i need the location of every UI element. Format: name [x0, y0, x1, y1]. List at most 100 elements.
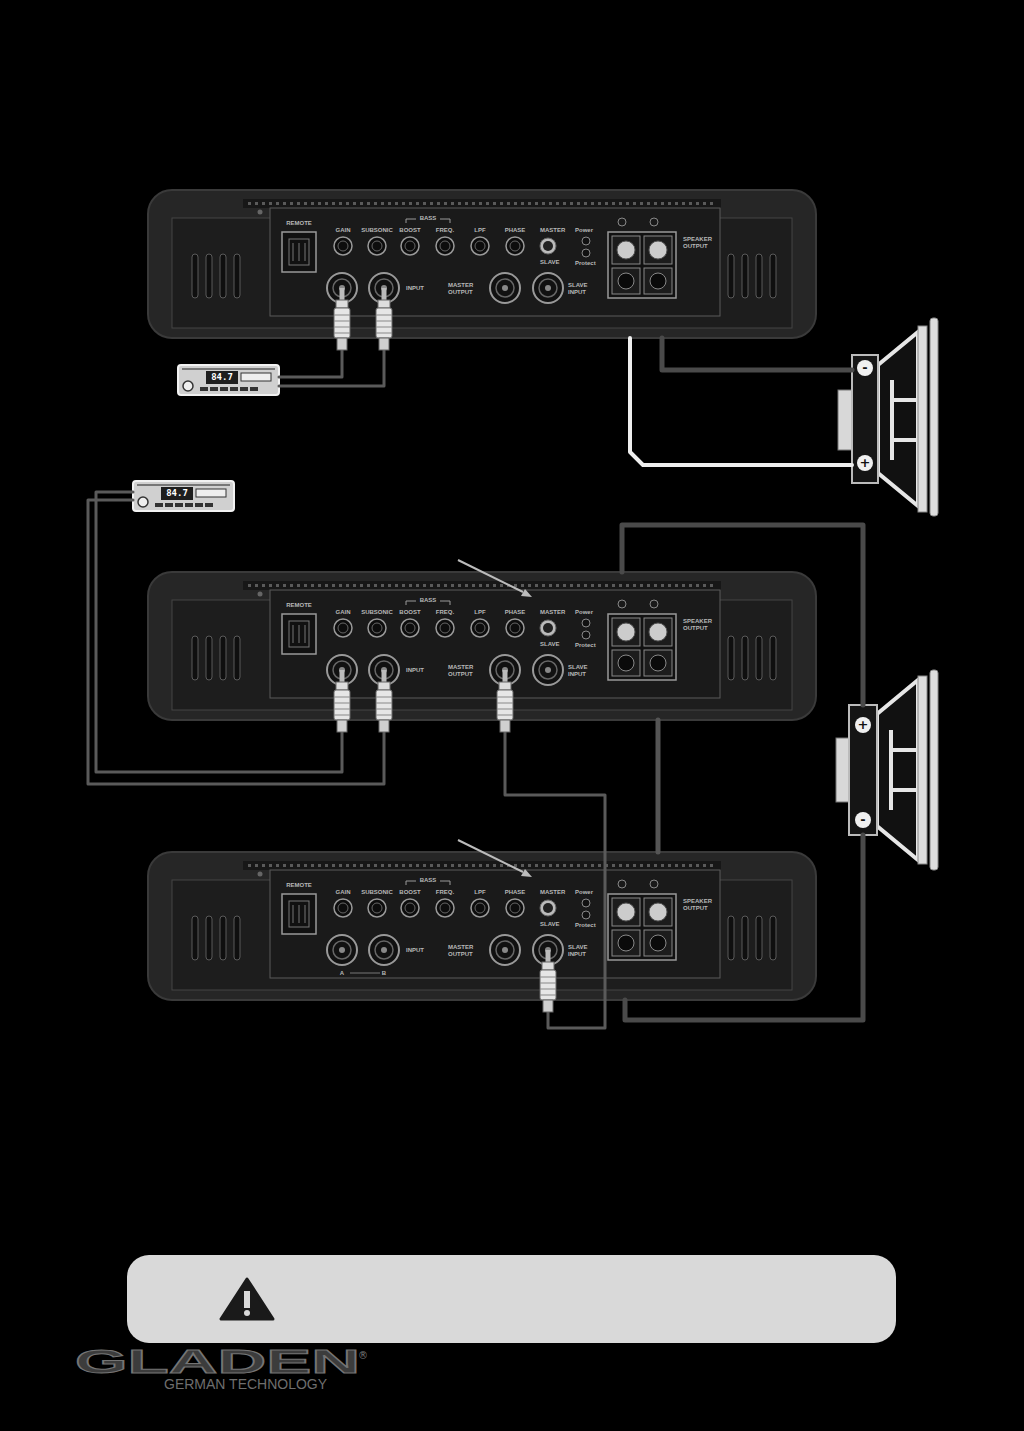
amplifier-body [148, 852, 816, 1000]
speaker-drawing-part [836, 738, 849, 802]
control-label: A [340, 970, 344, 977]
head-unit-body [178, 365, 279, 395]
speaker-drawing [838, 318, 938, 516]
amplifier: REMOTEGAINSUBSONICBASSBOOSTFREQ.LPFPHASE… [148, 852, 816, 1000]
speaker-drawing [836, 670, 938, 870]
speaker-drawing-part [930, 670, 938, 870]
control-label: REMOTE [286, 882, 312, 889]
control-label: SLAVE [540, 641, 560, 648]
control-label: BOOST [399, 609, 420, 616]
speaker-drawing-part [918, 326, 927, 512]
rca-cable [279, 338, 342, 377]
control-label: MASTER [540, 609, 565, 616]
amplifier: REMOTEGAINSUBSONICBASSBOOSTFREQ.LPFPHASE… [148, 572, 816, 720]
head-unit: 84.7 [178, 365, 279, 395]
control-label: INPUT [406, 667, 424, 674]
speaker-drawing-part [838, 390, 852, 450]
polarity-mark: + [855, 717, 871, 733]
control-label: MASTER OUTPUT [448, 944, 482, 958]
control-label: INPUT [406, 947, 424, 954]
speaker-drawing-part [918, 676, 927, 864]
rca-cable [96, 492, 342, 772]
control-label: FREQ. [436, 889, 454, 896]
speaker-drawing-part [930, 318, 938, 516]
rca-cable [279, 338, 384, 386]
speaker-drawing-part [878, 332, 918, 506]
speaker-wire [662, 338, 852, 370]
control-label: FREQ. [436, 227, 454, 234]
control-label: Power [575, 227, 593, 234]
registered-mark: ® [358, 1350, 368, 1361]
pointer-arrow-part [521, 869, 532, 877]
rca-plug [540, 950, 556, 1012]
control-label: SLAVE INPUT [568, 282, 598, 296]
control-label: BASS [420, 597, 437, 604]
control-label: BASS [420, 215, 437, 222]
rca-plug [376, 288, 392, 350]
speaker: +- [849, 705, 877, 835]
control-label: SLAVE INPUT [568, 944, 598, 958]
brand-logo: GLADEN [75, 1343, 360, 1379]
control-label: SUBSONIC [361, 227, 393, 234]
control-label: LPF [474, 227, 485, 234]
control-label: INPUT [406, 285, 424, 292]
control-label: MASTER OUTPUT [448, 664, 482, 678]
head-unit-body [133, 481, 234, 511]
speaker-drawing-part [852, 355, 878, 483]
control-label: SUBSONIC [361, 609, 393, 616]
speaker-wire [630, 338, 852, 465]
control-label: MASTER [540, 227, 565, 234]
rca-plug [376, 670, 392, 732]
polarity-mark: + [857, 455, 873, 471]
control-label: SLAVE [540, 259, 560, 266]
speaker-drawing-part [849, 705, 877, 835]
control-label: BOOST [399, 889, 420, 896]
control-label: PHASE [505, 889, 526, 896]
rca-plug [334, 288, 350, 350]
control-label: GAIN [336, 227, 351, 234]
control-label: BASS [420, 877, 437, 884]
channel-bracket [350, 973, 380, 974]
control-label: SLAVE [540, 921, 560, 928]
amplifier-body [148, 190, 816, 338]
polarity-mark: - [855, 812, 871, 828]
head-unit: 84.7 [133, 481, 234, 511]
control-label: MASTER OUTPUT [448, 282, 482, 296]
control-label: Protect [575, 260, 596, 267]
amplifier-body [148, 572, 816, 720]
control-label: SPEAKER OUTPUT [683, 898, 721, 912]
pointer-arrow [458, 560, 532, 877]
speaker: -+ [852, 355, 878, 483]
control-label: SLAVE INPUT [568, 664, 598, 678]
display-readout: 84.7 [211, 372, 233, 383]
warning-bar-part [221, 1279, 273, 1319]
pointer-arrow-part [521, 589, 532, 597]
control-label: REMOTE [286, 220, 312, 227]
rca-plug [334, 670, 350, 732]
amplifier: REMOTEGAINSUBSONICBASSBOOSTFREQ.LPFPHASE… [148, 190, 816, 338]
pointer-arrow-part [458, 840, 523, 872]
control-label: LPF [474, 609, 485, 616]
warning-bar-part [244, 1291, 250, 1308]
speaker-drawing-part [892, 380, 918, 460]
control-label: FREQ. [436, 609, 454, 616]
speaker-drawing-part [891, 730, 918, 810]
control-label: LPF [474, 889, 485, 896]
speaker-drawing-part [877, 680, 918, 860]
control-label: Power [575, 889, 593, 896]
speaker-wire [622, 525, 863, 705]
control-label: SPEAKER OUTPUT [683, 618, 721, 632]
rca-cable [88, 500, 384, 784]
rca-cable [505, 720, 605, 1028]
polarity-mark: - [857, 360, 873, 376]
control-label: Protect [575, 642, 596, 649]
control-label: GAIN [336, 889, 351, 896]
control-label: BOOST [399, 227, 420, 234]
control-label: REMOTE [286, 602, 312, 609]
control-label: SPEAKER OUTPUT [683, 236, 721, 250]
control-label: B [382, 970, 386, 977]
control-label: GAIN [336, 609, 351, 616]
